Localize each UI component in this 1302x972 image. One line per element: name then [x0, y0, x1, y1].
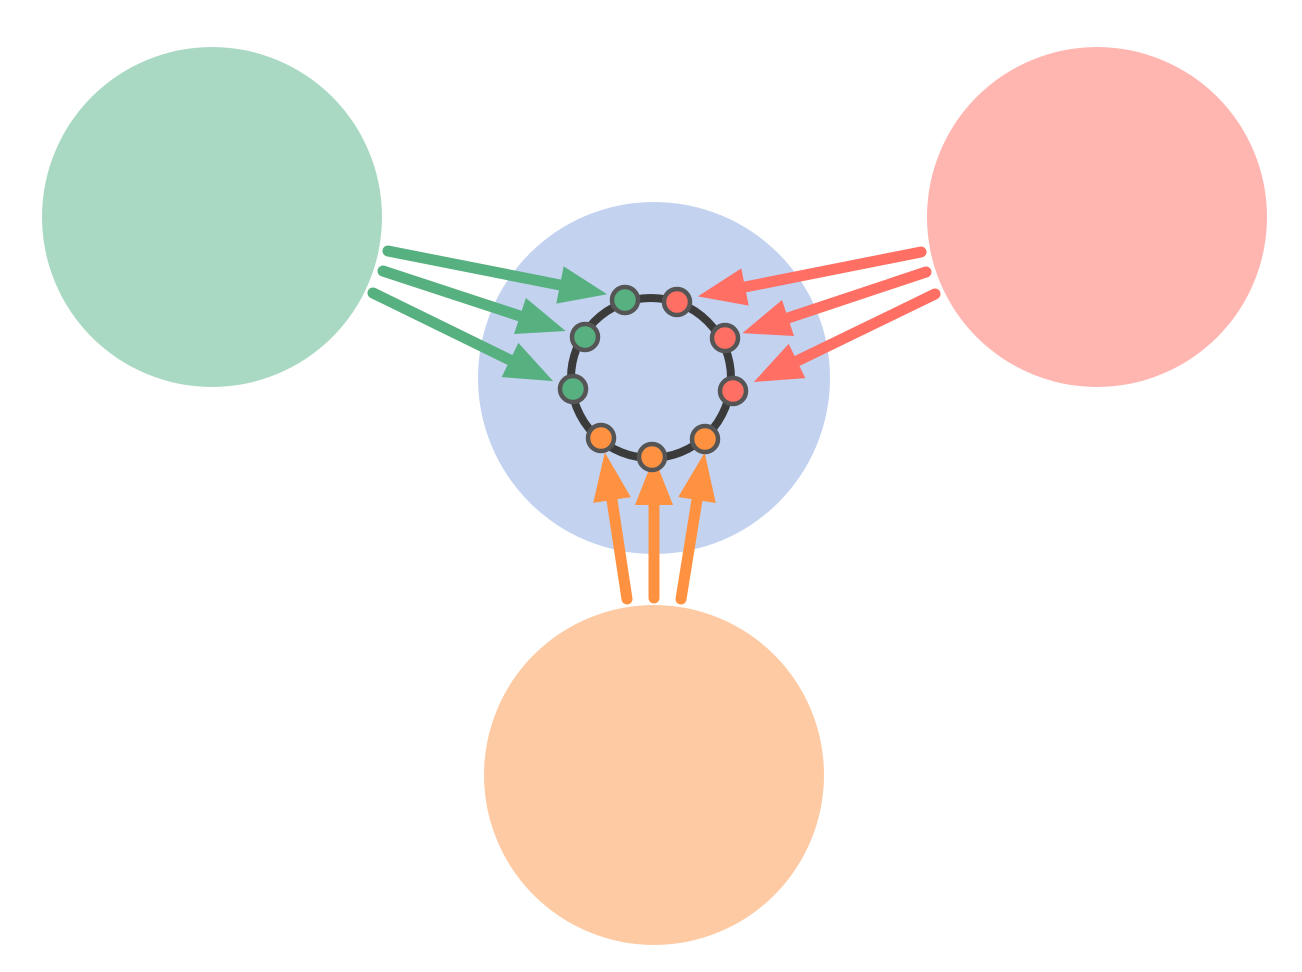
- ring-node-green-1: [609, 284, 641, 316]
- red-source: [927, 47, 1267, 387]
- ring-node-green-3: [569, 321, 601, 353]
- orange-source: [484, 605, 824, 945]
- arrow-orange-1: [593, 452, 633, 605]
- ring-node-orange-3: [585, 422, 617, 454]
- ring-node-red-1: [661, 286, 693, 318]
- ring-node-red-2: [709, 322, 741, 354]
- arrow-green-1: [382, 245, 608, 304]
- arrow-red-3: [753, 288, 941, 382]
- ring-node-orange-1: [689, 423, 721, 455]
- arrow-orange-3: [675, 452, 716, 605]
- ring-node-red-3: [717, 375, 749, 407]
- ring-node-green-2: [557, 373, 589, 405]
- arrow-orange-2: [635, 457, 673, 604]
- arrow-red-2: [742, 266, 932, 337]
- ring-node-orange-2: [636, 441, 668, 473]
- arrows-group: [367, 245, 941, 605]
- ring-nodes: [557, 284, 749, 473]
- arrow-green-3: [367, 287, 554, 382]
- green-source: [42, 47, 382, 387]
- arrow-green-2: [377, 265, 566, 335]
- arrow-red-1: [697, 246, 927, 306]
